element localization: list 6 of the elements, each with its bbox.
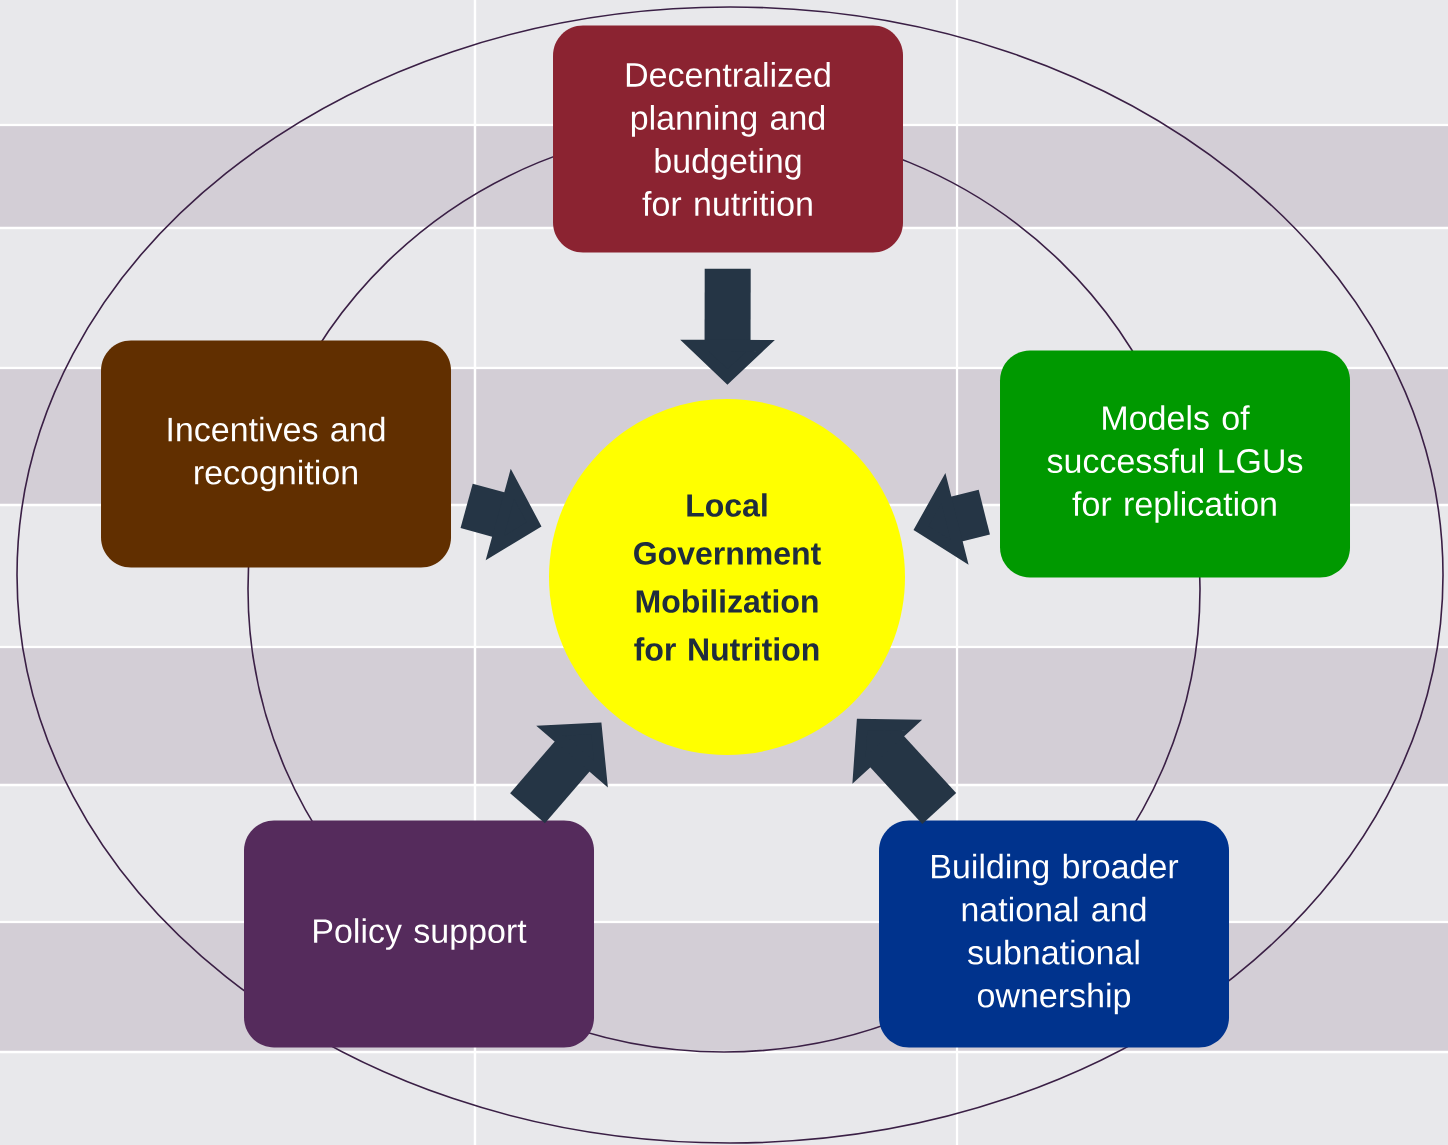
process-box: Building broader national and subnational ownership	[879, 820, 1229, 1048]
process-box: Policy support	[244, 820, 594, 1048]
process-box: Models of successful LGUs for replication	[1000, 350, 1350, 578]
process-box: Decentralized planning and budgeting for nutrition	[553, 25, 903, 253]
block-arrow	[852, 718, 957, 825]
process-box: Incentives and recognition	[101, 340, 451, 568]
